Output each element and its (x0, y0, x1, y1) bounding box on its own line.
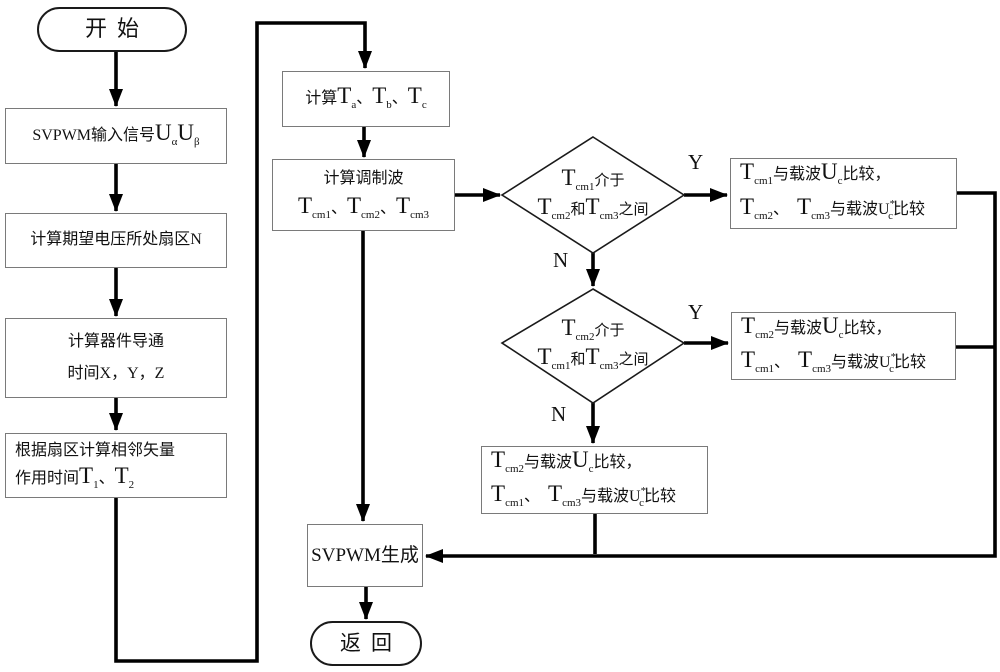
step-calc-vector-line1: 根据扇区计算相邻矢量 (15, 441, 176, 459)
step-calc-modulation-line1: 计算调制波 (323, 169, 404, 187)
step-calc-conduction-line1: 计算器件导通 (67, 333, 164, 350)
result-compare-tcm1-line2: Tcm2、 Tcm3与载波U*c比较 (740, 194, 926, 222)
start-label: 开始 (84, 16, 149, 42)
step-calc-modulation-wave: 计算调制波 Tcm1、Tcm2、Tcm3 (272, 159, 455, 231)
decision-tcm1-between: Tcm1介于 Tcm2和Tcm3之间 (508, 151, 678, 239)
step-calc-vector-time: 根据扇区计算相邻矢量 作用时间T1、T2 (5, 433, 227, 498)
result-compare-tcm2-yes-line1: Tcm2与载波Uc比较， (741, 312, 892, 341)
branch-label-no-2: N (551, 402, 567, 426)
step-svpwm-generate: SVPWM生成 (307, 524, 423, 587)
result-compare-tcm2-yes-line2: Tcm1、 Tcm3与载波U*c比较 (741, 346, 927, 375)
result-compare-tcm2-no-line1: Tcm2与载波Uc比较， (491, 446, 642, 475)
decision2-diamond (500, 288, 686, 404)
step-calc-conduction-line2: 时间X，Y，Z (67, 365, 165, 382)
decision2-line2: Tcm1和Tcm3之间 (537, 344, 649, 372)
decision-tcm2-between: Tcm2介于 Tcm1和Tcm3之间 (508, 301, 678, 389)
branch-label-yes-2: Y (688, 300, 704, 324)
step-calc-tabc: 计算Ta、Tb、Tc (282, 71, 450, 127)
step-calc-vector-line2: 作用时间T1、T2 (15, 462, 135, 491)
step-svpwm-generate-label: SVPWM生成 (311, 544, 419, 566)
step-svpwm-input: SVPWM输入信号UαUβ (5, 108, 227, 164)
step-calc-sector: 计算期望电压所处扇区N (5, 213, 227, 268)
decision1-line2: Tcm2和Tcm3之间 (537, 194, 649, 222)
branch-label-no-1: N (553, 248, 569, 272)
decision2-line1: Tcm2介于 (561, 314, 625, 343)
step-calc-conduction-time: 计算器件导通 时间X，Y，Z (5, 318, 227, 398)
result-compare-tcm1: Tcm1与载波Uc比较， Tcm2、 Tcm3与载波U*c比较 (730, 158, 957, 229)
edge-comparea-right-down-to-svpwm (425, 191, 997, 563)
step-svpwm-input-label: SVPWM输入信号UαUβ (32, 119, 200, 148)
result-compare-tcm2-no-line2: Tcm1、 Tcm3与载波U*c比较 (491, 480, 677, 509)
step-calc-modulation-line2: Tcm1、Tcm2、Tcm3 (297, 192, 430, 221)
start-terminal: 开始 (37, 7, 187, 52)
edge-loop-left-to-top (114, 21, 372, 663)
step-calc-sector-label: 计算期望电压所处扇区N (30, 231, 202, 249)
decision1-diamond (500, 136, 686, 254)
branch-label-yes-1: Y (688, 150, 704, 174)
result-compare-tcm2-no: Tcm2与载波Uc比较， Tcm1、 Tcm3与载波U*c比较 (481, 446, 708, 514)
result-compare-tcm1-line1: Tcm1与载波Uc比较， (740, 159, 891, 188)
return-label: 返回 (340, 631, 402, 656)
result-compare-tcm2-yes: Tcm2与载波Uc比较， Tcm1、 Tcm3与载波U*c比较 (731, 312, 956, 380)
decision1-line1: Tcm1介于 (561, 164, 625, 193)
step-calc-tabc-label: 计算Ta、Tb、Tc (305, 82, 427, 111)
return-terminal: 返回 (310, 621, 422, 666)
